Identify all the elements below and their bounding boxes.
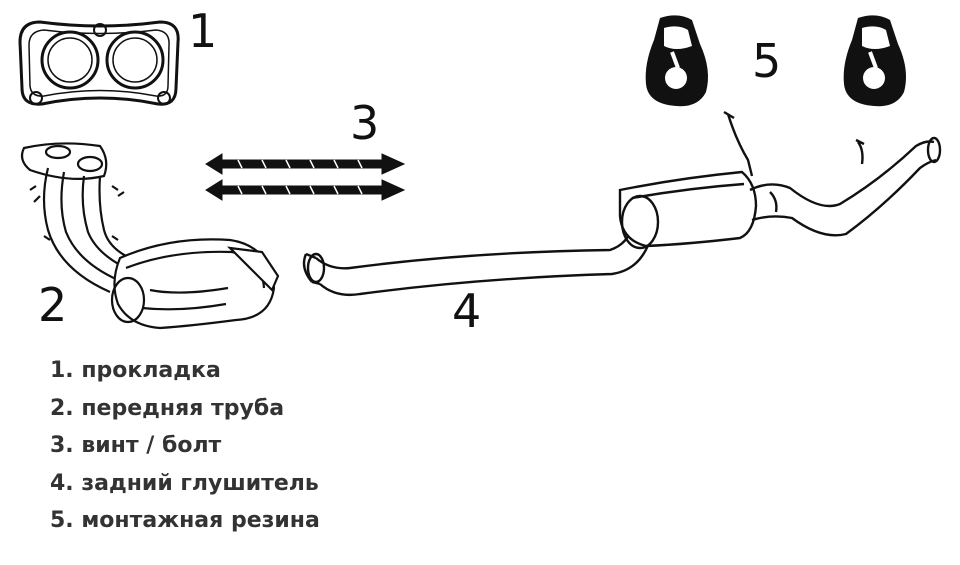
legend-item-rubber-mount: 5. монтажная резина bbox=[50, 508, 320, 533]
gasket-drawing bbox=[18, 20, 180, 106]
callout-5: 5 bbox=[752, 34, 782, 88]
rubber-mount-drawing bbox=[645, 15, 906, 107]
callout-2: 2 bbox=[38, 278, 68, 332]
callout-3: 3 bbox=[350, 96, 380, 150]
parts-legend: 1. прокладка 2. передняя труба 3. винт /… bbox=[50, 352, 320, 540]
bolt-drawing bbox=[205, 153, 406, 201]
legend-item-bolt: 3. винт / болт bbox=[50, 433, 222, 458]
front-pipe-drawing bbox=[20, 142, 280, 330]
rear-muffler-drawing bbox=[302, 110, 942, 297]
legend-item-rear-muffler: 4. задний глушитель bbox=[50, 470, 319, 496]
callout-1: 1 bbox=[188, 4, 218, 58]
legend-item-front-pipe: 2. передняя труба bbox=[50, 395, 285, 421]
legend-item-gasket: 1. прокладка bbox=[50, 358, 221, 383]
callout-4: 4 bbox=[452, 284, 482, 338]
